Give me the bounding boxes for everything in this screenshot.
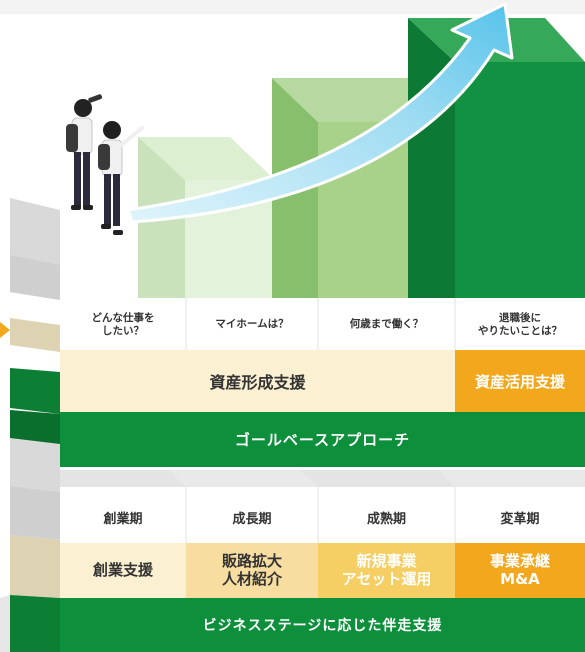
stage-1: 創業期 [103, 511, 143, 527]
support-cell-3-bg [318, 543, 455, 598]
bar-2-top [138, 137, 275, 180]
stage-3: 成熟期 [366, 511, 406, 527]
bar-4 [455, 62, 585, 298]
pointer-arrow-icon [0, 322, 10, 338]
question-2: マイホームは？ [215, 318, 289, 331]
goal-based-label: ゴールベースアプローチ [234, 431, 411, 449]
support-3: 新規事業 アセット運用 [341, 552, 432, 588]
goal-based-band [60, 412, 585, 467]
upward-arrow-icon [126, 2, 514, 224]
stage-2: 成長期 [232, 511, 272, 527]
stage-4: 変革期 [500, 511, 540, 527]
question-3: 何歳まで働く？ [349, 318, 424, 331]
left-side-blocks [0, 198, 60, 652]
question-row [60, 298, 585, 350]
asset-utilization-label: 資産活用支援 [474, 372, 565, 391]
question-4: 退職後に やりたいことは？ [478, 311, 562, 337]
business-stage-band [60, 598, 585, 652]
support-2: 販路拡大 人材紹介 [221, 552, 282, 588]
question-1: どんな仕事を したい？ [91, 311, 155, 337]
bar-4-side [408, 18, 455, 298]
asset-formation-label: 資産形成支援 [209, 373, 306, 392]
support-1: 創業支援 [92, 560, 153, 579]
support-cell-1-bg [60, 543, 186, 598]
people-illustration [66, 94, 144, 235]
support-cell-2-bg [186, 543, 318, 598]
asset-utilization-band [455, 350, 585, 412]
lower-top-faces [60, 470, 585, 487]
asset-formation-band [60, 350, 455, 412]
support-4: 事業承継 M&A [489, 552, 550, 588]
business-stage-label: ビジネスステージに応じた伴走支援 [202, 618, 443, 634]
support-cell-4-bg [455, 543, 585, 598]
stage-row [60, 487, 585, 543]
top-banner-remnant [0, 0, 585, 14]
